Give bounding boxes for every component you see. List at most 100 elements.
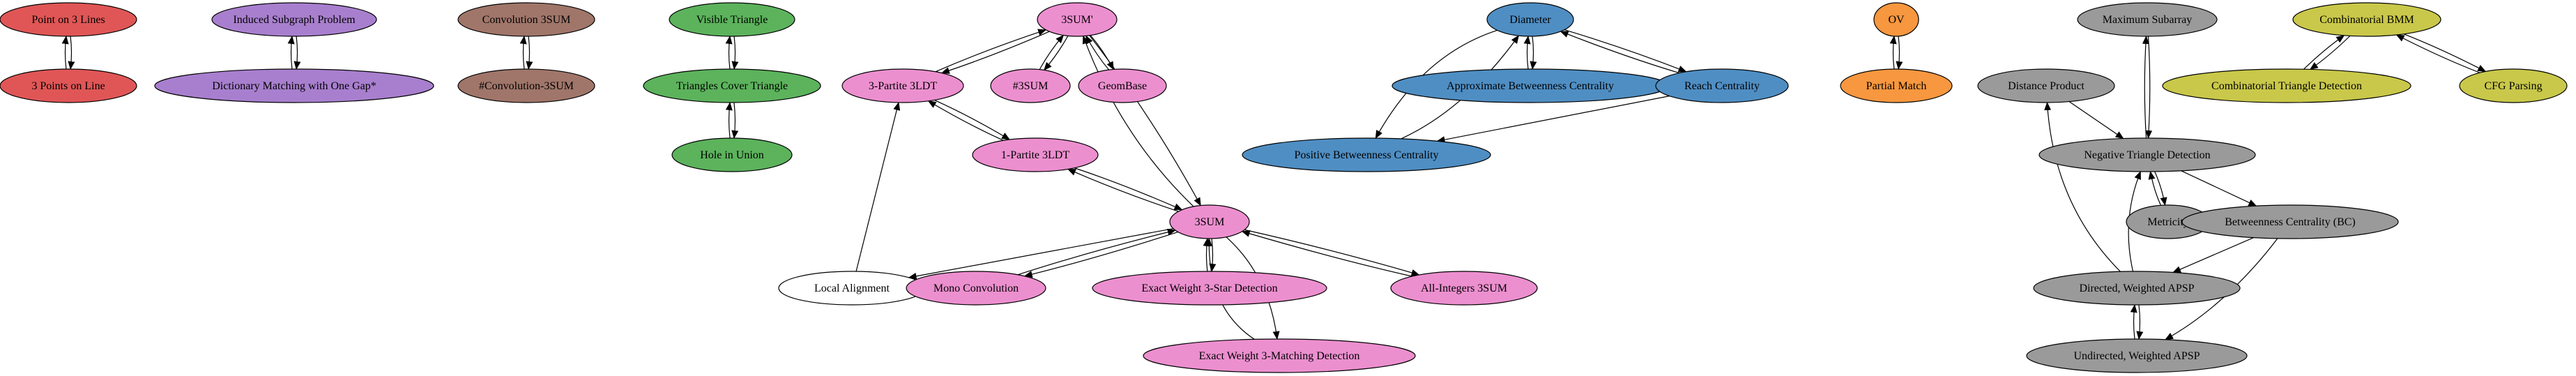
node-posbc[interactable]: Positive Betweenness Centrality <box>1242 137 1491 172</box>
edge-arrow <box>2044 101 2121 272</box>
node-negtri[interactable]: Negative Triangle Detection <box>2038 137 2256 172</box>
node-conv3sum[interactable]: Convolution 3SUM <box>457 2 595 37</box>
node-diameter[interactable]: Diameter <box>1486 2 1574 37</box>
edge-point3lines-to-3pointsline <box>68 36 75 70</box>
node-label: Point on 3 Lines <box>31 14 105 26</box>
edge-visibletri-to-tricover <box>731 36 739 70</box>
node-label: 1-Partite 3LDT <box>1001 149 1069 161</box>
node-shape <box>990 68 1071 103</box>
node-distprod[interactable]: Distance Product <box>1977 68 2115 103</box>
node-label: Combinatorial Triangle Detection <box>2211 80 2362 92</box>
node-combbmm[interactable]: Combinatorial BMM <box>2292 2 2441 37</box>
node-3partite[interactable]: 3-Partite 3LDT <box>841 68 964 103</box>
edge-arrow <box>2154 171 2167 206</box>
node-partialmatch[interactable]: Partial Match <box>1840 68 1953 103</box>
edge-arrow <box>934 99 1011 140</box>
node-allint3sum[interactable]: All-Integers 3SUM <box>1390 271 1538 306</box>
edge-sharpconv3sum-to-conv3sum <box>519 35 527 70</box>
node-sharpconv3sum[interactable]: #Convolution-3SUM <box>457 68 595 103</box>
node-label: Exact Weight 3-Star Detection <box>1141 283 1277 294</box>
edge-arrow <box>2142 35 2149 139</box>
edge-monoconv-to-3sum <box>1017 228 1176 276</box>
node-ov[interactable]: OV <box>1873 2 1919 37</box>
node-ew3star[interactable]: Exact Weight 3-Star Detection <box>1092 271 1327 306</box>
edge-combbmm-to-cfg <box>2403 33 2487 72</box>
node-3sumprime[interactable]: 3SUM' <box>1037 2 1118 37</box>
node-sharp3sum[interactable]: #3SUM <box>990 68 1071 103</box>
node-shape <box>154 68 434 103</box>
edge-arrow <box>1203 237 1210 272</box>
node-monoconv[interactable]: Mono Convolution <box>906 271 1046 306</box>
edge-arrow <box>2148 171 2161 206</box>
edge-ew3star-to-3sum <box>1203 237 1210 272</box>
edge-3sumprime-to-sharp3sum <box>1043 36 1069 71</box>
node-visibletri[interactable]: Visible Triangle <box>669 2 795 37</box>
node-label: CFG Parsing <box>2484 80 2542 92</box>
node-holeunion[interactable]: Hole in Union <box>671 137 793 172</box>
node-localalign[interactable]: Local Alignment <box>778 271 926 306</box>
node-label: Induced Subgraph Problem <box>233 14 356 26</box>
edge-arrow <box>2130 304 2137 340</box>
node-label: Triangles Cover Triangle <box>676 80 788 92</box>
edge-arrow <box>2395 34 2480 73</box>
node-combtri[interactable]: Combinatorial Triangle Detection <box>2162 68 2411 103</box>
edge-arrow <box>2172 237 2254 273</box>
node-label: Reach Centrality <box>1684 80 1760 92</box>
edge-3pointsline-to-point3lines <box>61 35 69 70</box>
node-undirapsp[interactable]: Undirected, Weighted APSP <box>2026 338 2248 373</box>
edge-3sum-to-allint3sum <box>1244 229 1420 276</box>
node-shape <box>2077 2 2218 37</box>
node-dirapsp[interactable]: Directed, Weighted APSP <box>2033 271 2241 306</box>
node-label: Hole in Union <box>700 149 764 161</box>
node-reach[interactable]: Reach Centrality <box>1655 68 1789 103</box>
node-1partite[interactable]: 1-Partite 3LDT <box>972 137 1099 172</box>
node-shape <box>1977 68 2115 103</box>
node-3pointsline[interactable]: 3 Points on Line <box>0 68 137 103</box>
node-shape <box>211 2 377 37</box>
node-shape <box>1169 204 1250 239</box>
edge-inducedsub-to-dictmatch <box>294 36 301 70</box>
node-shape <box>906 271 1046 306</box>
edge-dirapsp-to-distprod <box>2044 101 2121 272</box>
edge-arrow <box>2136 304 2144 340</box>
node-shape <box>643 68 821 103</box>
node-shape <box>2181 204 2399 239</box>
edge-arrow <box>940 31 1050 74</box>
node-shape <box>1242 137 1491 172</box>
edge-arrow <box>526 36 533 70</box>
edge-holeunion-to-tricover <box>725 102 733 139</box>
node-shape <box>0 68 137 103</box>
node-ew3match[interactable]: Exact Weight 3-Matching Detection <box>1143 338 1416 373</box>
edge-arrow <box>294 36 301 70</box>
node-approxbc[interactable]: Approximate Betweenness Centrality <box>1392 68 1669 103</box>
node-label: Negative Triangle Detection <box>2084 149 2210 161</box>
node-label: Maximum Subarray <box>2103 14 2192 26</box>
node-label: Metricity <box>2147 216 2189 228</box>
node-label: Mono Convolution <box>933 283 1019 294</box>
node-shape <box>1840 68 1953 103</box>
node-label: OV <box>1888 14 1905 26</box>
node-label: Directed, Weighted APSP <box>2079 283 2194 294</box>
edge-allint3sum-to-3sum <box>1241 230 1412 277</box>
edge-arrow <box>2181 170 2257 206</box>
node-dictmatch[interactable]: Dictionary Matching with One Gap* <box>154 68 434 103</box>
node-bc[interactable]: Betweenness Centrality (BC) <box>2181 204 2399 239</box>
edge-bc-to-dirapsp <box>2172 237 2254 273</box>
node-label: #3SUM <box>1013 80 1049 92</box>
node-inducedsub[interactable]: Induced Subgraph Problem <box>211 2 377 37</box>
node-tricover[interactable]: Triangles Cover Triangle <box>643 68 821 103</box>
node-cfg[interactable]: CFG Parsing <box>2459 68 2568 103</box>
edge-diameter-to-posbc <box>1375 29 1497 139</box>
node-shape <box>2038 137 2256 172</box>
edge-arrow <box>1023 231 1178 278</box>
node-shape <box>2162 68 2411 103</box>
node-3sum[interactable]: 3SUM <box>1169 204 1250 239</box>
node-label: Dictionary Matching with One Gap* <box>212 80 376 92</box>
node-point3lines[interactable]: Point on 3 Lines <box>0 2 137 37</box>
node-shape <box>972 137 1099 172</box>
node-metricity[interactable]: Metricity <box>2126 204 2211 239</box>
edge-arrow <box>855 101 901 272</box>
node-geombase[interactable]: GeomBase <box>1078 68 1167 103</box>
node-maxsubarray[interactable]: Maximum Subarray <box>2077 2 2218 37</box>
